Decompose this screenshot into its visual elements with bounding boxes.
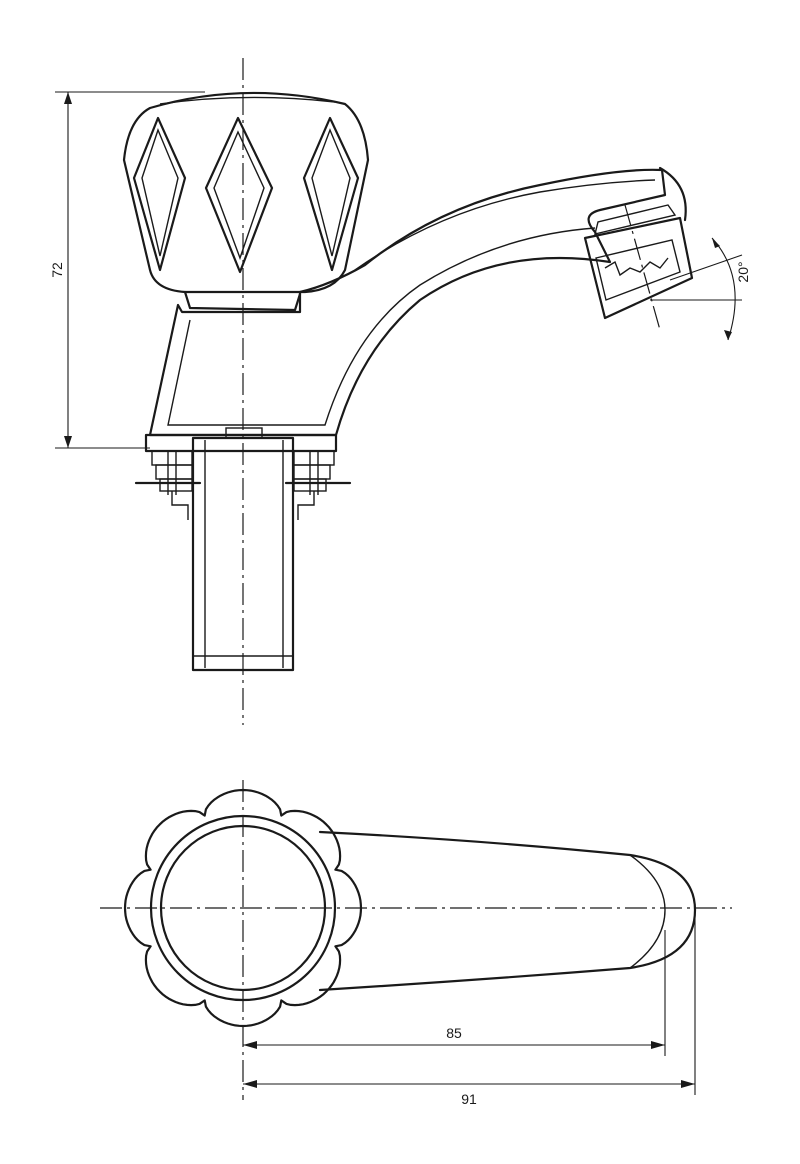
- mounting-flange-recess: [225, 427, 263, 439]
- reach-long-label: 91: [461, 1091, 477, 1107]
- angle-arrow-bottom: [724, 330, 732, 340]
- handle-facet-center: [204, 116, 274, 274]
- angle-extension-line: [669, 254, 743, 281]
- mounting-flange: [144, 433, 338, 453]
- mounting-nut-left: [134, 450, 202, 520]
- spout-top-outline: [318, 830, 697, 992]
- handle-facet-right-inner: [311, 128, 351, 257]
- mounting-nut-right: [284, 450, 352, 520]
- handle-facet-left: [132, 116, 187, 272]
- aerator-mesh: [604, 257, 669, 277]
- reach-long-arrow-right: [681, 1080, 695, 1088]
- top-view: 85 91: [100, 780, 732, 1107]
- angle-dimension-label: 20°: [735, 261, 751, 282]
- handle-facet-left-inner: [141, 128, 179, 257]
- handle-knob: [122, 91, 370, 294]
- handle-facet-center-inner: [213, 130, 265, 261]
- reach-short-arrow-left: [243, 1041, 257, 1049]
- faucet-body-inner-line: [167, 227, 596, 426]
- aerator-cap: [594, 204, 677, 235]
- handle-collar: [183, 290, 302, 312]
- angle-arc: [711, 237, 736, 341]
- height-arrow-top: [64, 92, 72, 104]
- reach-short-label: 85: [446, 1025, 462, 1041]
- aerator-axis-line: [624, 204, 661, 331]
- angle-arrow-top: [712, 238, 720, 248]
- handle-knob-top-rim: [159, 96, 336, 105]
- aerator-inner: [595, 239, 681, 301]
- spout-top-inner-line: [354, 179, 656, 271]
- faucet-body-outline: [148, 168, 667, 437]
- height-dimension-label: 72: [49, 262, 65, 278]
- aerator-housing: [583, 216, 694, 320]
- spout-top-tip-inner: [629, 854, 666, 969]
- handle-facet-right: [302, 116, 360, 272]
- threaded-shank: [191, 436, 295, 672]
- side-view: 20°: [49, 58, 751, 725]
- spout-end-cap: [658, 166, 687, 222]
- reach-long-arrow-left: [243, 1080, 257, 1088]
- height-arrow-bottom: [64, 436, 72, 448]
- reach-short-arrow-right: [651, 1041, 665, 1049]
